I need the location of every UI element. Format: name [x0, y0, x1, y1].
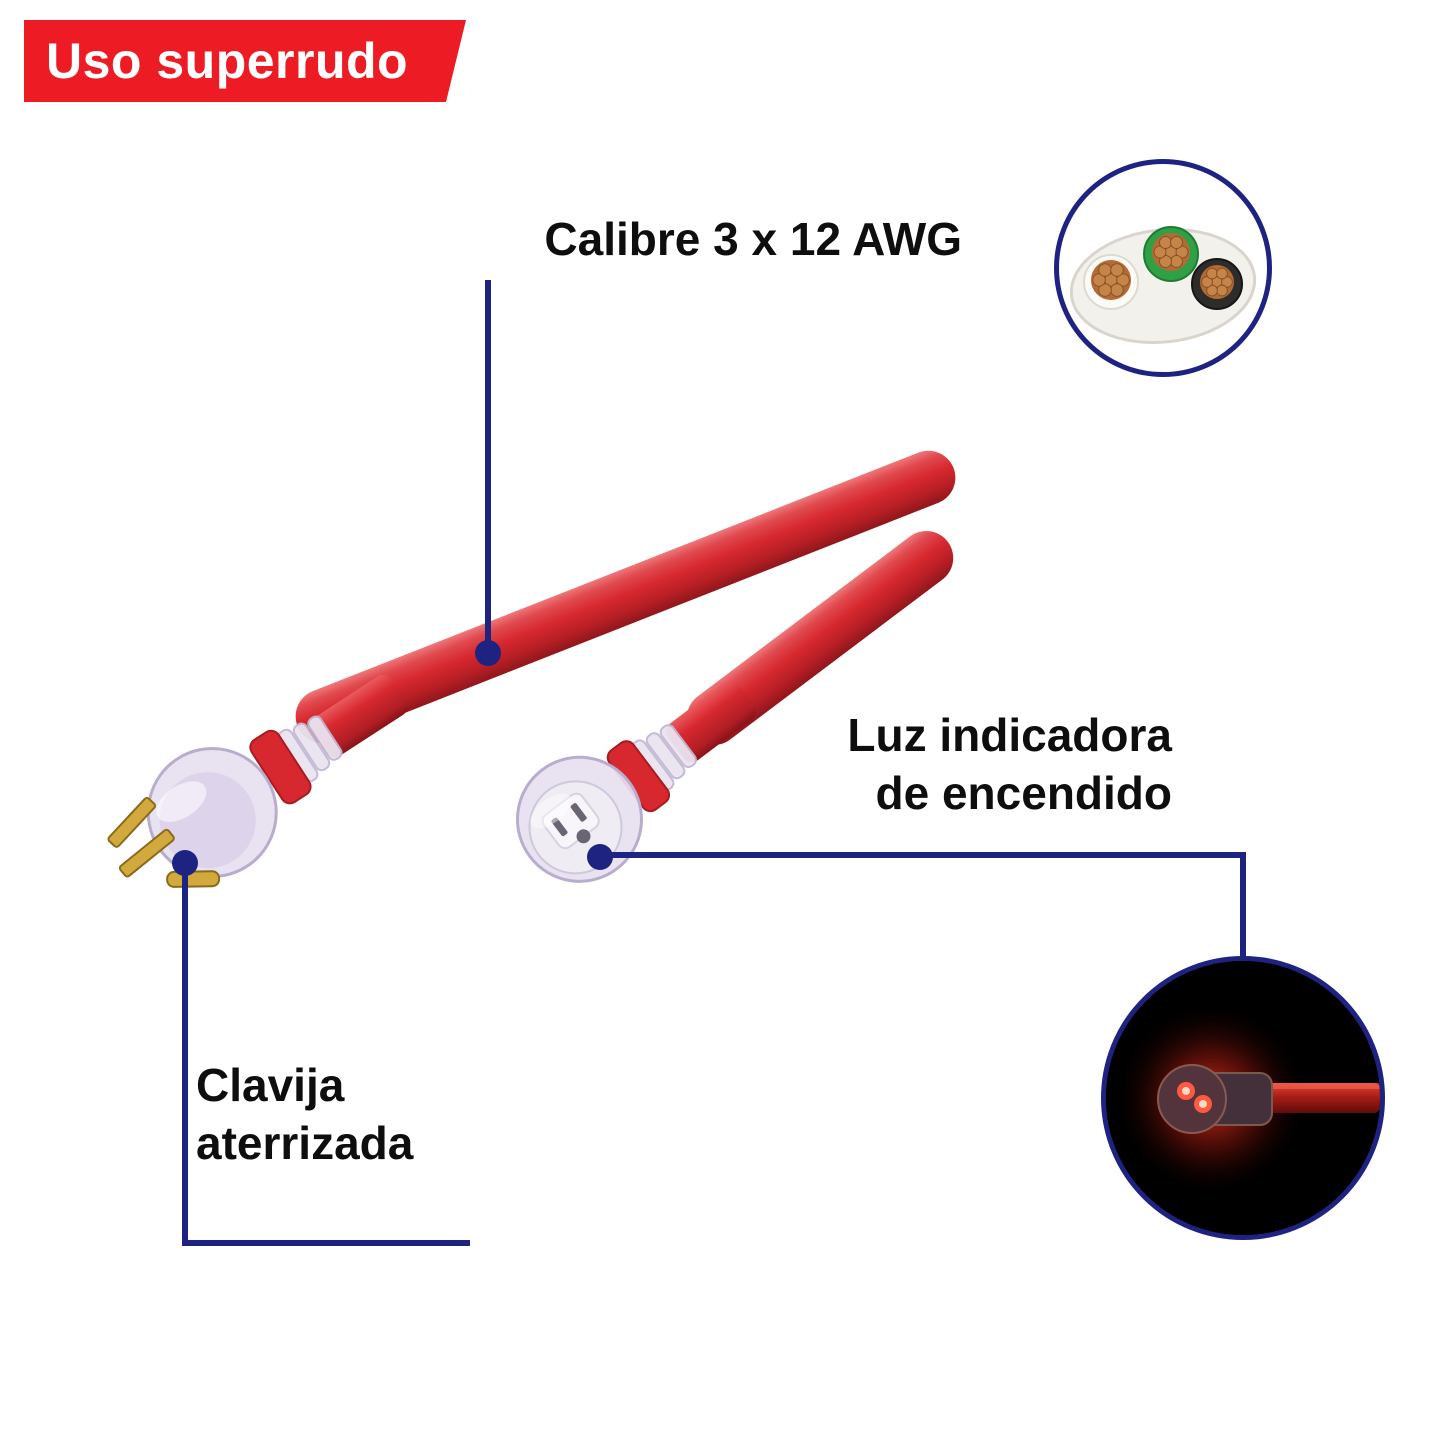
gauge-anchor-dot	[475, 640, 501, 666]
indicator-callout-line1: Luz indicadora	[847, 709, 1172, 761]
plug-callout-label: Clavija aterrizada	[196, 1056, 413, 1172]
cable-cross-section-drawing	[1069, 226, 1257, 345]
usage-banner: Uso superrudo	[24, 20, 466, 102]
plug-leader-line-vertical	[182, 860, 188, 1246]
gauge-callout-label: Calibre 3 x 12 AWG	[544, 213, 962, 265]
indicator-callout-line2: de encendido	[875, 767, 1172, 819]
usage-banner-label: Uso superrudo	[46, 33, 409, 89]
gauge-leader-line-vertical	[485, 280, 491, 653]
indicator-leader-line-horizontal	[598, 852, 1246, 858]
indicator-leader-line-vertical	[1240, 852, 1246, 964]
grounded-male-plug-icon	[107, 674, 408, 888]
plug-leader-line-horizontal	[182, 1240, 470, 1246]
plug-callout-line1: Clavija	[196, 1059, 345, 1111]
glowing-indicator-light-icon	[1101, 956, 1385, 1240]
indicator-callout-label: Luz indicadora de encendido	[770, 706, 1172, 822]
female-connector-icon	[515, 680, 757, 883]
plug-callout-line2: aterrizada	[196, 1117, 414, 1169]
glowing-indicator-drawing	[1106, 961, 1380, 1235]
cable-cross-section-icon	[1054, 159, 1272, 377]
